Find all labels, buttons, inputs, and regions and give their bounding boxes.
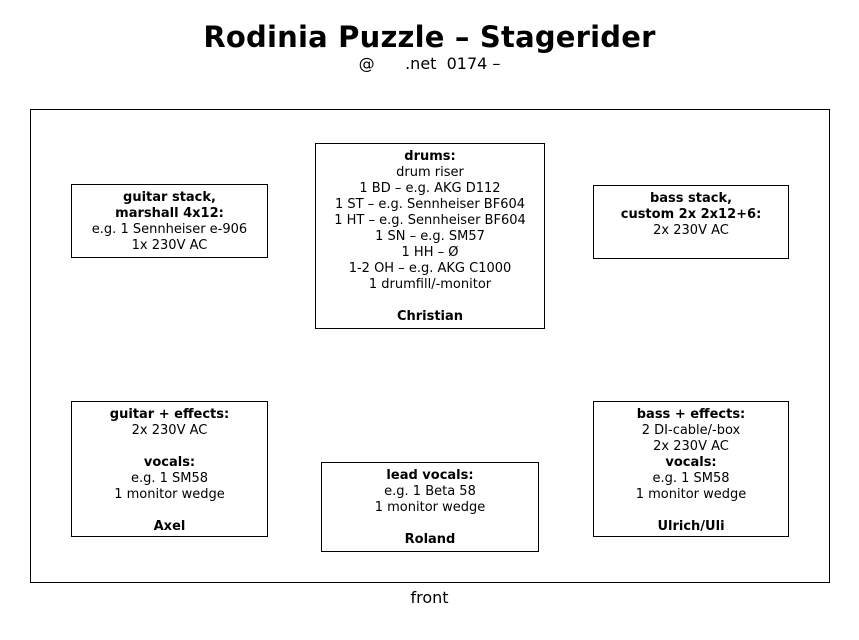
box-heading: vocals: — [665, 455, 717, 470]
box-heading: guitar stack, — [123, 190, 216, 205]
stage-outline: guitar stack, marshall 4x12: e.g. 1 Senn… — [30, 109, 830, 583]
musician-name: Ulrich/Uli — [657, 519, 725, 534]
box-line: 1 HH – Ø — [401, 245, 459, 260]
box-line: 1 monitor wedge — [114, 487, 225, 502]
musician-name: Axel — [153, 519, 186, 534]
box-heading: bass + effects: — [636, 407, 746, 422]
spacer — [72, 503, 267, 519]
box-line: e.g. 1 SM58 — [652, 471, 730, 486]
musician-name: Christian — [396, 309, 464, 324]
lead-vocals-box: lead vocals: e.g. 1 Beta 58 1 monitor we… — [321, 462, 539, 552]
musician-name: Roland — [404, 532, 456, 547]
box-heading: drums: — [404, 149, 456, 164]
box-line: 1 HT – e.g. Sennheiser BF604 — [334, 213, 526, 228]
spacer — [322, 516, 538, 532]
page-title: Rodinia Puzzle – Stagerider — [203, 20, 656, 54]
guitar-effects-box: guitar + effects: 2x 230V AC vocals: e.g… — [71, 401, 268, 537]
box-line: 2x 230V AC — [653, 439, 729, 454]
box-line: e.g. 1 SM58 — [130, 471, 209, 486]
box-line: drum riser — [396, 165, 464, 180]
box-line: 1 drumfill/-monitor — [368, 277, 492, 292]
box-line: 2x 230V AC — [131, 423, 208, 438]
box-heading: lead vocals: — [386, 468, 474, 483]
box-heading: vocals: — [143, 455, 196, 470]
box-heading: guitar + effects: — [109, 407, 230, 422]
box-line: 2x 230V AC — [653, 223, 729, 238]
box-line: 1 monitor wedge — [635, 487, 747, 502]
box-line: 1 BD – e.g. AKG D112 — [359, 181, 501, 196]
spacer — [316, 293, 544, 309]
spacer — [72, 439, 267, 455]
box-line: e.g. 1 Sennheiser e-906 — [91, 222, 248, 237]
box-line: 1 ST – e.g. Sennheiser BF604 — [334, 197, 526, 212]
contact-line: @ .net 0174 – — [358, 54, 501, 73]
front-of-stage-label: front — [410, 588, 449, 607]
box-line: 1-2 OH – e.g. AKG C1000 — [348, 261, 512, 276]
box-line: 2 DI-cable/-box — [641, 423, 741, 438]
box-heading: marshall 4x12: — [115, 206, 224, 221]
box-line: 1 monitor wedge — [374, 500, 486, 515]
box-heading: custom 2x 2x12+6: — [620, 207, 762, 222]
drums-box: drums: drum riser 1 BD – e.g. AKG D112 1… — [315, 143, 545, 329]
spacer — [594, 503, 788, 519]
guitar-stack-box: guitar stack, marshall 4x12: e.g. 1 Senn… — [71, 184, 268, 258]
box-heading: bass stack, — [649, 191, 733, 206]
bass-stack-box: bass stack, custom 2x 2x12+6: 2x 230V AC — [593, 185, 789, 259]
box-line: 1 SN – e.g. SM57 — [375, 229, 485, 244]
bass-effects-box: bass + effects: 2 DI-cable/-box 2x 230V … — [593, 401, 789, 537]
box-line: e.g. 1 Beta 58 — [384, 484, 476, 499]
box-line: 1x 230V AC — [131, 238, 208, 253]
